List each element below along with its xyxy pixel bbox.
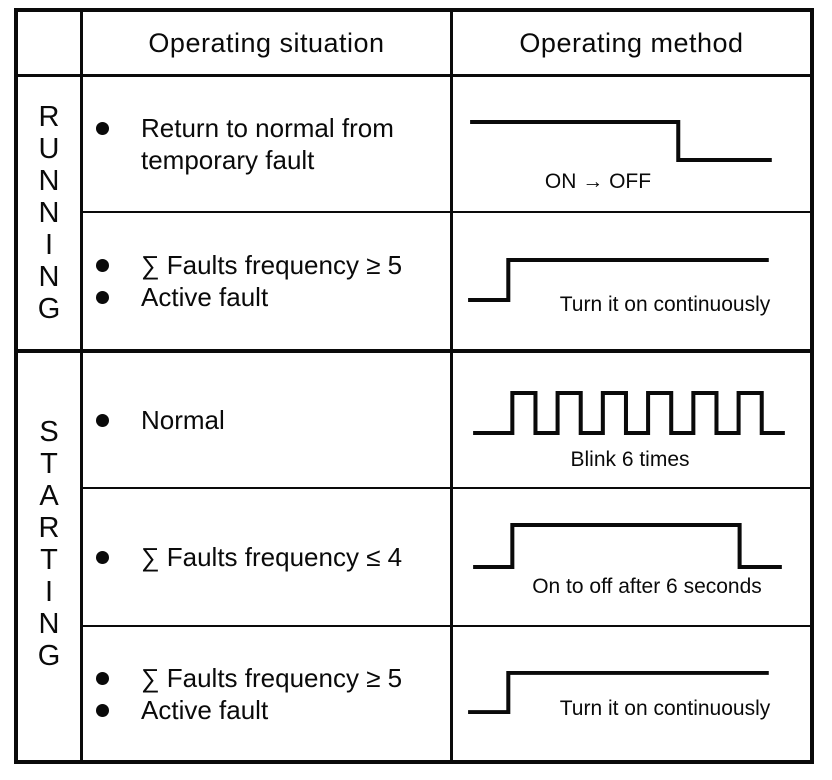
waveform-caption: On to off after 6 seconds <box>532 575 762 598</box>
vertical-text-starting: S T A R T I N G <box>37 415 61 672</box>
bullet-text: Active fault <box>141 282 269 312</box>
bullet-item: ∑ Faults frequency ≥ 5 <box>96 249 402 281</box>
waveform-on-to-off <box>470 120 772 162</box>
waveform-continuous-on <box>468 258 769 302</box>
column-title-method: Operating method <box>519 27 744 58</box>
waveform-caption: Blink 6 times <box>570 448 690 471</box>
waveform-caption: Turn it on continuously <box>559 293 771 316</box>
waveform-blink-six <box>473 391 785 435</box>
header-operating-situation: Operating situation <box>80 12 450 77</box>
bullet-text: ∑ Faults frequency ≤ 4 <box>141 542 403 572</box>
waveform-caption: ON → OFF <box>544 170 652 193</box>
bullet-list: Normal <box>96 404 225 436</box>
situation-faults-le4: ∑ Faults frequency ≤ 4 <box>80 487 450 625</box>
operating-table: Operating situation Operating method R U… <box>14 8 814 764</box>
bullet-item: Active fault <box>96 281 402 313</box>
bullet-text: ∑ Faults frequency ≥ 5 <box>141 250 403 280</box>
situation-faults-ge5-running: ∑ Faults frequency ≥ 5 Active fault <box>80 211 450 349</box>
bullet-text: Return to normal from temporary fault <box>141 113 394 175</box>
bullet-icon <box>96 414 109 427</box>
bullet-item: ∑ Faults frequency ≤ 4 <box>96 541 402 573</box>
bullet-list: ∑ Faults frequency ≤ 4 <box>96 541 402 573</box>
bullet-text: Active fault <box>141 694 269 725</box>
method-on-to-off: ON → OFF <box>450 77 810 211</box>
method-continuous-on-running: Turn it on continuously <box>450 211 810 349</box>
column-title-situation: Operating situation <box>148 27 385 58</box>
vertical-text-running: R U N N I N G <box>37 101 61 325</box>
bullet-icon <box>96 671 109 685</box>
waveform-caption: Turn it on continuously <box>559 697 771 720</box>
situation-faults-ge5-starting: ∑ Faults frequency ≥ 5 Active fault <box>80 625 450 760</box>
bullet-list: ∑ Faults frequency ≥ 5 Active fault <box>96 662 402 726</box>
bullet-text: ∑ Faults frequency ≥ 5 <box>141 662 403 693</box>
situation-return-to-normal: Return to normal from temporary fault <box>80 77 450 211</box>
header-corner-cell <box>18 12 80 77</box>
section-label-starting: S T A R T I N G <box>18 349 80 760</box>
header-operating-method: Operating method <box>450 12 810 77</box>
bullet-list: ∑ Faults frequency ≥ 5 Active fault <box>96 249 402 313</box>
method-continuous-on-starting: Turn it on continuously <box>450 625 810 760</box>
bullet-icon <box>96 259 109 272</box>
bullet-list: Return to normal from temporary fault <box>96 112 394 176</box>
section-label-running: R U N N I N G <box>18 77 80 349</box>
situation-normal: Normal <box>80 349 450 487</box>
waveform-continuous-on <box>468 671 769 715</box>
bullet-icon <box>96 551 109 564</box>
method-on-off-6-seconds: On to off after 6 seconds <box>450 487 810 625</box>
bullet-item: Return to normal from temporary fault <box>96 112 394 176</box>
bullet-icon <box>96 291 109 304</box>
bullet-icon <box>96 703 109 717</box>
bullet-icon <box>96 122 109 135</box>
method-blink-six-times: Blink 6 times <box>450 349 810 487</box>
bullet-item: Active fault <box>96 694 402 726</box>
bullet-text: Normal <box>141 405 225 435</box>
waveform-on-off-6s <box>473 523 782 569</box>
bullet-item: ∑ Faults frequency ≥ 5 <box>96 662 402 694</box>
bullet-item: Normal <box>96 404 225 436</box>
